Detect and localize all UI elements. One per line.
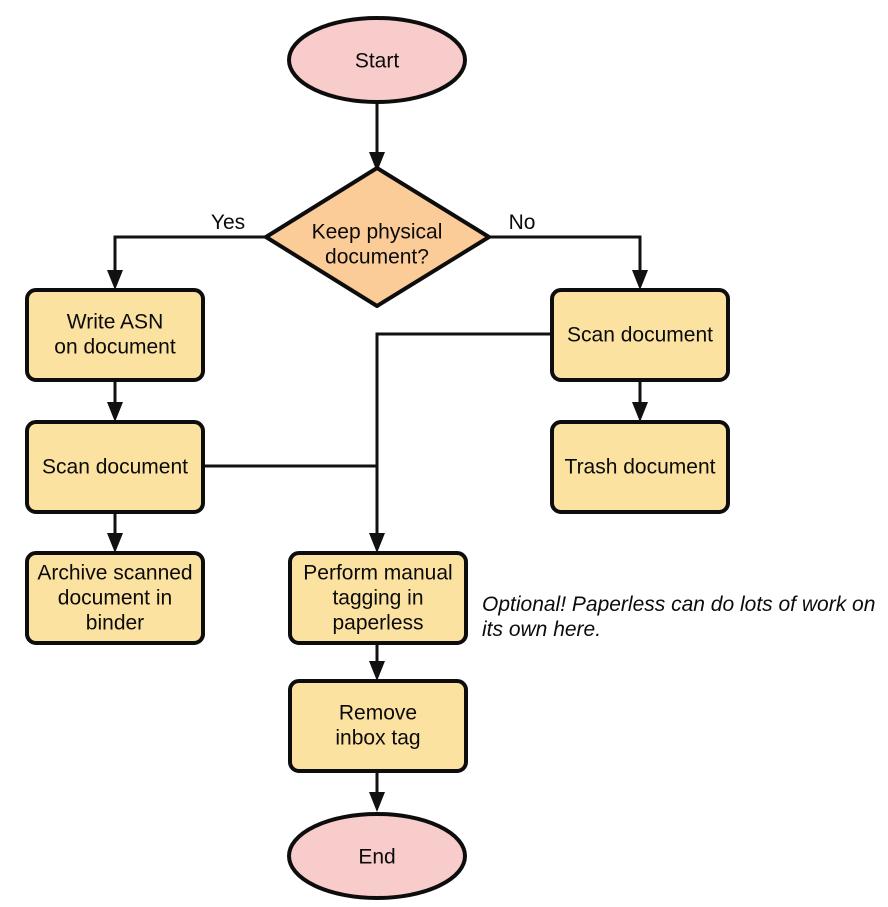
arrowhead-icon bbox=[107, 270, 123, 290]
arrowhead-icon bbox=[107, 402, 123, 422]
arrowhead-icon bbox=[369, 152, 385, 172]
write-asn-label-line2: on document bbox=[54, 336, 176, 359]
end-ellipse[interactable] bbox=[287, 812, 467, 900]
scan-left-box[interactable] bbox=[25, 420, 205, 514]
arrowhead-icon bbox=[107, 533, 123, 553]
decision-label-line1: Keep physical bbox=[312, 221, 443, 244]
arrowhead-icon bbox=[632, 270, 648, 290]
edge-line bbox=[489, 235, 642, 278]
node-start[interactable]: Start bbox=[287, 16, 467, 104]
node-perform-manual-tagging[interactable]: Perform manual tagging in paperless bbox=[288, 551, 468, 645]
edge-line bbox=[113, 235, 266, 278]
annotation-line1: Optional! Paperless can do lots of work … bbox=[482, 593, 875, 616]
node-end[interactable]: End bbox=[287, 812, 467, 900]
arrowhead-icon bbox=[369, 661, 385, 681]
edge-remove-inbox-to-end bbox=[369, 771, 385, 812]
arrowhead-icon bbox=[369, 533, 385, 553]
tagging-label-line3: paperless bbox=[332, 612, 423, 635]
edge-label-no: No bbox=[509, 211, 536, 234]
archive-label-line1: Archive scanned bbox=[37, 562, 192, 585]
write-asn-label-line1: Write ASN bbox=[67, 311, 163, 334]
edge-write-asn-to-scan-left bbox=[107, 380, 123, 422]
trash-label: Trash document bbox=[565, 456, 716, 479]
node-scan-document-right[interactable]: Scan document bbox=[550, 288, 730, 382]
start-label: Start bbox=[355, 50, 400, 73]
tagging-label-line1: Perform manual bbox=[303, 562, 452, 585]
edge-label-yes: Yes bbox=[211, 211, 245, 234]
decision-diamond[interactable] bbox=[264, 166, 491, 308]
node-decision-keep-physical-document[interactable]: Keep physical document? bbox=[264, 166, 491, 308]
tagging-box[interactable] bbox=[288, 551, 468, 645]
remove-inbox-box[interactable] bbox=[288, 679, 468, 773]
remove-inbox-label-line1: Remove bbox=[339, 702, 417, 725]
archive-label-line2: document in bbox=[58, 587, 172, 610]
scan-left-label: Scan document bbox=[42, 456, 188, 479]
arrowhead-icon bbox=[369, 792, 385, 812]
node-archive-scanned-document[interactable]: Archive scanned document in binder bbox=[25, 551, 205, 645]
edge-decision-no-to-scan-right bbox=[489, 235, 648, 290]
edge-scan-right-to-tagging bbox=[369, 332, 552, 553]
archive-label-line3: binder bbox=[86, 612, 144, 635]
scan-right-box[interactable] bbox=[550, 288, 730, 382]
archive-box[interactable] bbox=[25, 551, 205, 645]
edge-scan-right-to-trash bbox=[632, 380, 648, 422]
node-write-asn-on-document[interactable]: Write ASN on document bbox=[25, 288, 205, 382]
tagging-label-line2: tagging in bbox=[332, 587, 423, 610]
start-ellipse[interactable] bbox=[287, 16, 467, 104]
trash-box[interactable] bbox=[550, 420, 730, 514]
scan-right-label: Scan document bbox=[567, 324, 713, 347]
edge-scan-left-to-archive bbox=[107, 512, 123, 553]
decision-label-line2: document? bbox=[325, 246, 429, 269]
remove-inbox-label-line2: inbox tag bbox=[335, 727, 420, 750]
arrowhead-icon bbox=[632, 402, 648, 422]
edge-decision-yes-to-write-asn bbox=[107, 235, 266, 290]
edge-tagging-to-remove-inbox bbox=[369, 643, 385, 681]
node-scan-document-left[interactable]: Scan document bbox=[25, 420, 205, 514]
node-remove-inbox-tag[interactable]: Remove inbox tag bbox=[288, 679, 468, 773]
end-label: End bbox=[358, 846, 395, 869]
node-trash-document[interactable]: Trash document bbox=[550, 420, 730, 514]
edge-line bbox=[375, 332, 552, 541]
write-asn-box[interactable] bbox=[25, 288, 205, 382]
annotation-optional-note: Optional! Paperless can do lots of work … bbox=[482, 593, 875, 641]
annotation-line2: its own here. bbox=[482, 618, 601, 641]
edge-start-to-decision bbox=[369, 101, 385, 172]
